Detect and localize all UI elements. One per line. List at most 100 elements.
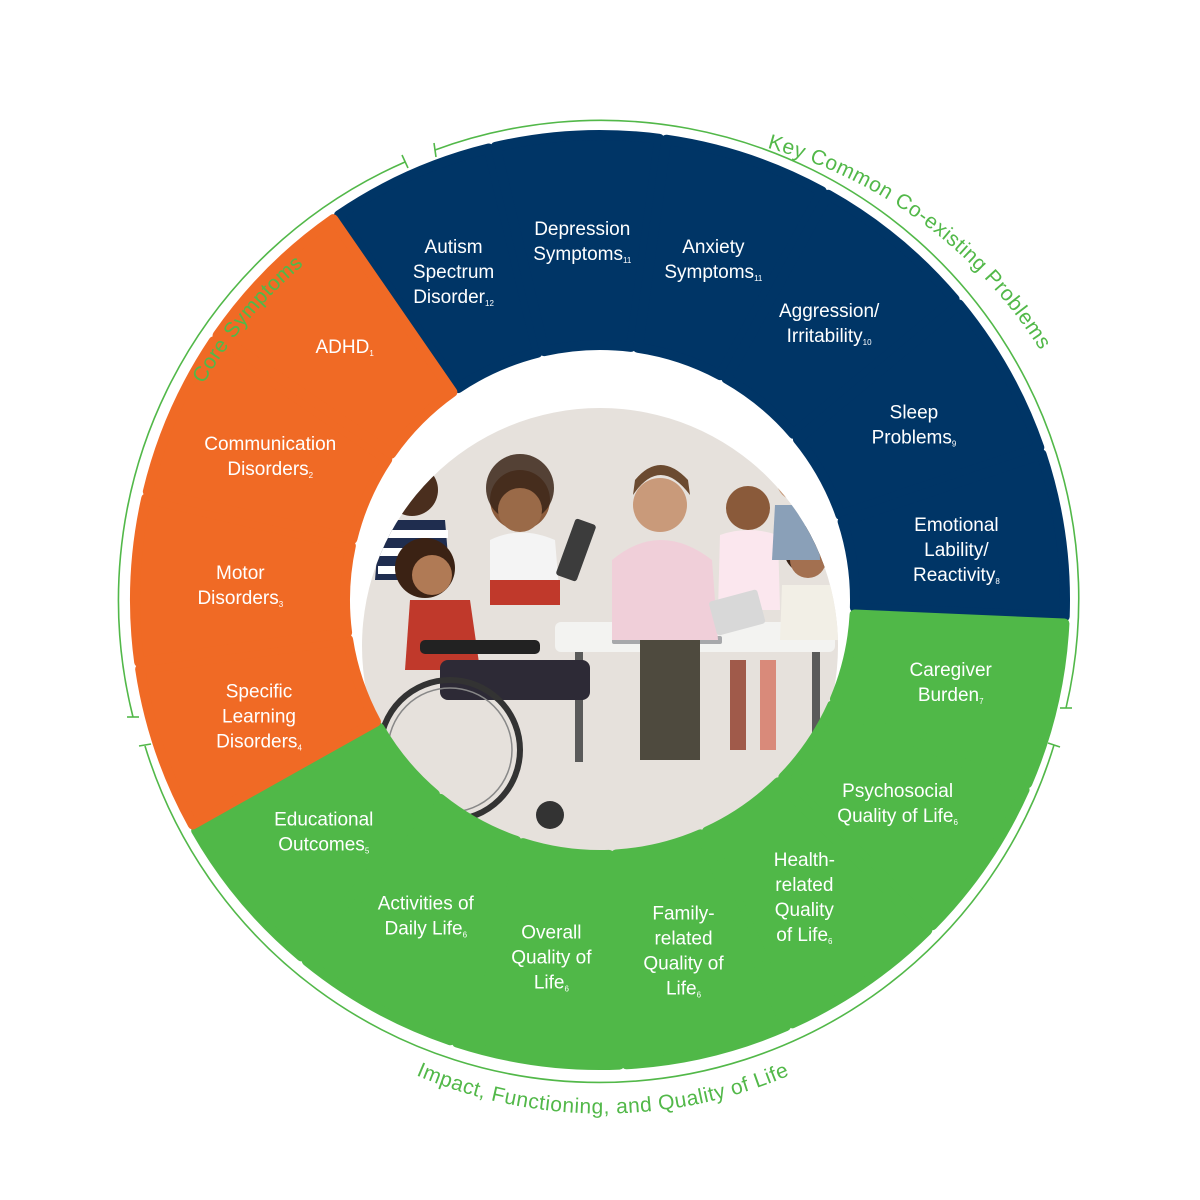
segment-core-16 — [212, 214, 458, 459]
segment-core-14 — [130, 493, 356, 668]
segment-impact-7 — [778, 700, 1030, 931]
impact-bracket-end-right — [1047, 742, 1061, 748]
segment-label-line: Quality of — [643, 954, 724, 975]
reference-number: 6 — [828, 937, 833, 946]
segment-impact-6 — [829, 609, 1070, 789]
impact-bracket-arc — [144, 744, 1055, 1084]
segment-label-line: Educational — [274, 809, 373, 830]
coexisting-bracket-arc — [434, 119, 1080, 709]
segment-label-line: related — [775, 875, 833, 896]
segment-label-line: Disorders — [216, 731, 297, 752]
impact-bracket-end-left — [138, 743, 152, 747]
segment-label-line: Symptoms — [533, 244, 623, 265]
segment-label-line: Autism — [425, 237, 483, 258]
reference-number: 12 — [485, 299, 494, 308]
segment-label-line: Irritability — [787, 326, 864, 347]
segment-label-line: Aggression/ — [779, 301, 880, 322]
segment-label-line: Problems — [872, 427, 952, 448]
segment-impact-12 — [191, 722, 441, 962]
segment-coexisting-3 — [721, 189, 960, 439]
reference-number: 10 — [863, 338, 872, 347]
segment-label-line: Spectrum — [413, 262, 494, 283]
segment-label-line: Sleep — [890, 402, 939, 423]
reference-number: 9 — [952, 439, 957, 448]
segment-label-line: Motor — [216, 563, 265, 584]
segment-impact-9 — [611, 829, 791, 1070]
segment-label-line: Burden — [918, 685, 979, 706]
segment-impact-8 — [701, 777, 933, 1029]
segment-label-line: Specific — [226, 681, 293, 702]
reference-number: 4 — [297, 743, 302, 752]
segment-label-line: Emotional — [914, 515, 999, 536]
segment-label-line: Learning — [222, 706, 296, 727]
segment-label-line: ADHD — [316, 337, 370, 358]
reference-number: 6 — [463, 931, 468, 940]
segment-label-16: ADHD1 — [316, 337, 375, 358]
coexisting-bracket-end-top — [433, 142, 437, 158]
segment-label-line: Life — [666, 979, 697, 1000]
reference-number: 8 — [995, 577, 1000, 586]
reference-number: 6 — [953, 818, 958, 827]
segment-core-15 — [142, 336, 393, 544]
segment-label-line: Caregiver — [910, 660, 993, 681]
segment-label-11: Activities of Daily Life6 — [378, 894, 475, 940]
segment-label-line: Lability/ — [924, 540, 989, 561]
segment-label-line: Communication — [204, 434, 336, 455]
reference-number: 1 — [369, 349, 374, 358]
segment-label-line: Overall — [521, 923, 581, 944]
segment-coexisting-4 — [792, 299, 1045, 520]
segment-coexisting-5 — [837, 449, 1071, 622]
segment-coexisting-1 — [490, 130, 665, 357]
reference-number: 6 — [564, 985, 569, 994]
segment-label-line: Life — [534, 973, 565, 994]
segment-label-line: Quality of Life — [837, 806, 953, 827]
segment-label-line: related — [654, 929, 712, 950]
segment-label-line: Family- — [652, 904, 714, 925]
group-brackets — [117, 119, 1080, 1084]
segment-label-line: Disorders — [227, 459, 308, 480]
segment-label-line: Symptoms — [664, 262, 754, 283]
core-bracket-end-top — [401, 154, 409, 169]
segment-label-line: Outcomes — [278, 834, 365, 855]
segment-label-line: Daily Life — [384, 919, 462, 940]
segment-core-13 — [135, 634, 381, 830]
segment-label-line: Psychosocial — [842, 781, 953, 802]
reference-number: 2 — [309, 471, 314, 480]
reference-number: 7 — [979, 697, 984, 706]
segment-impact-10 — [451, 838, 625, 1070]
segment-label-line: Disorders — [197, 588, 278, 609]
segment-label-line: of Life — [776, 925, 828, 946]
segment-coexisting-0 — [333, 143, 543, 394]
segment-label-line: Anxiety — [682, 237, 745, 258]
segment-label-line: Health- — [774, 850, 835, 871]
segment-coexisting-2 — [632, 134, 827, 381]
segment-label-line: Activities of — [378, 894, 475, 915]
segment-label-line: Quality of — [511, 948, 592, 969]
reference-number: 6 — [697, 991, 702, 1000]
segment-label-line: Disorder — [413, 287, 485, 308]
reference-number: 11 — [754, 274, 763, 283]
segment-label-line: Quality — [775, 900, 835, 921]
reference-number: 3 — [279, 600, 284, 609]
segment-impact-11 — [301, 793, 522, 1046]
core-bracket-arc — [117, 161, 406, 718]
segment-label-3: Aggression/Irritability10 — [779, 301, 880, 347]
reference-number: 11 — [623, 256, 632, 265]
